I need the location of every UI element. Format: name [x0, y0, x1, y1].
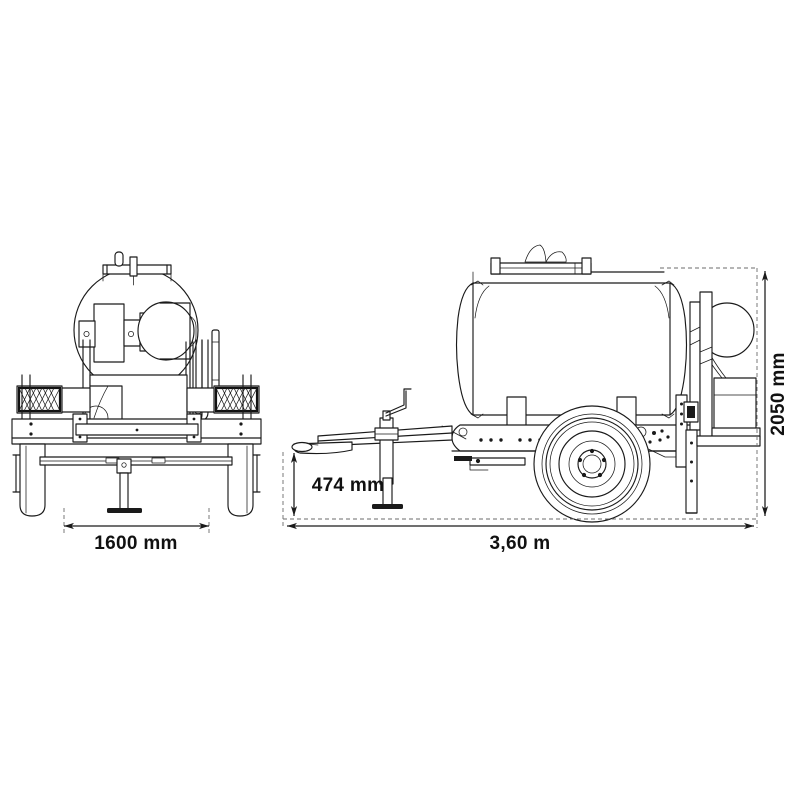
coupling-hitch: [291, 441, 313, 453]
width-dimension: 1600 mm: [64, 522, 209, 554]
road-wheel: [533, 405, 651, 523]
lower-crossbar: [75, 423, 199, 436]
pump-housing: [137, 301, 195, 361]
rear-control-box: [711, 377, 761, 441]
hitch-height-dimension-label: 474 mm: [312, 475, 385, 496]
height-dimension-label: 2050 mm: [768, 352, 789, 435]
side-view: [291, 244, 761, 523]
rear-bottom-beam: [696, 435, 761, 447]
underbody-bracket: [454, 456, 526, 471]
rear-mast: [689, 291, 713, 438]
center-jack-stand: [107, 458, 142, 513]
cylindrical-tank-side: [455, 271, 688, 419]
top-manhole-hatch: [490, 244, 592, 275]
rear-support-leg: [685, 429, 698, 514]
side-box-right: [186, 387, 215, 413]
top-hatch: [102, 251, 172, 286]
width-dimension-label: 1600 mm: [94, 533, 177, 554]
wheel-left: [12, 443, 46, 517]
jack-stand-with-crank: [372, 388, 412, 509]
length-dimension: 3,60 m: [287, 522, 754, 554]
dimension-extension-lines: [63, 267, 758, 534]
side-box-left: [61, 387, 91, 413]
mesh-grille-panel-right: [213, 385, 260, 414]
length-dimension-label: 3,60 m: [490, 533, 551, 554]
hitch-height-dimension: 474 mm: [290, 453, 385, 516]
axle-beam: [39, 456, 233, 466]
height-dimension: 2050 mm: [761, 271, 789, 516]
wheel-right: [227, 443, 261, 517]
front-view: [11, 251, 262, 517]
mesh-grille-panel-left: [16, 385, 63, 414]
equipment-box: [83, 374, 188, 431]
